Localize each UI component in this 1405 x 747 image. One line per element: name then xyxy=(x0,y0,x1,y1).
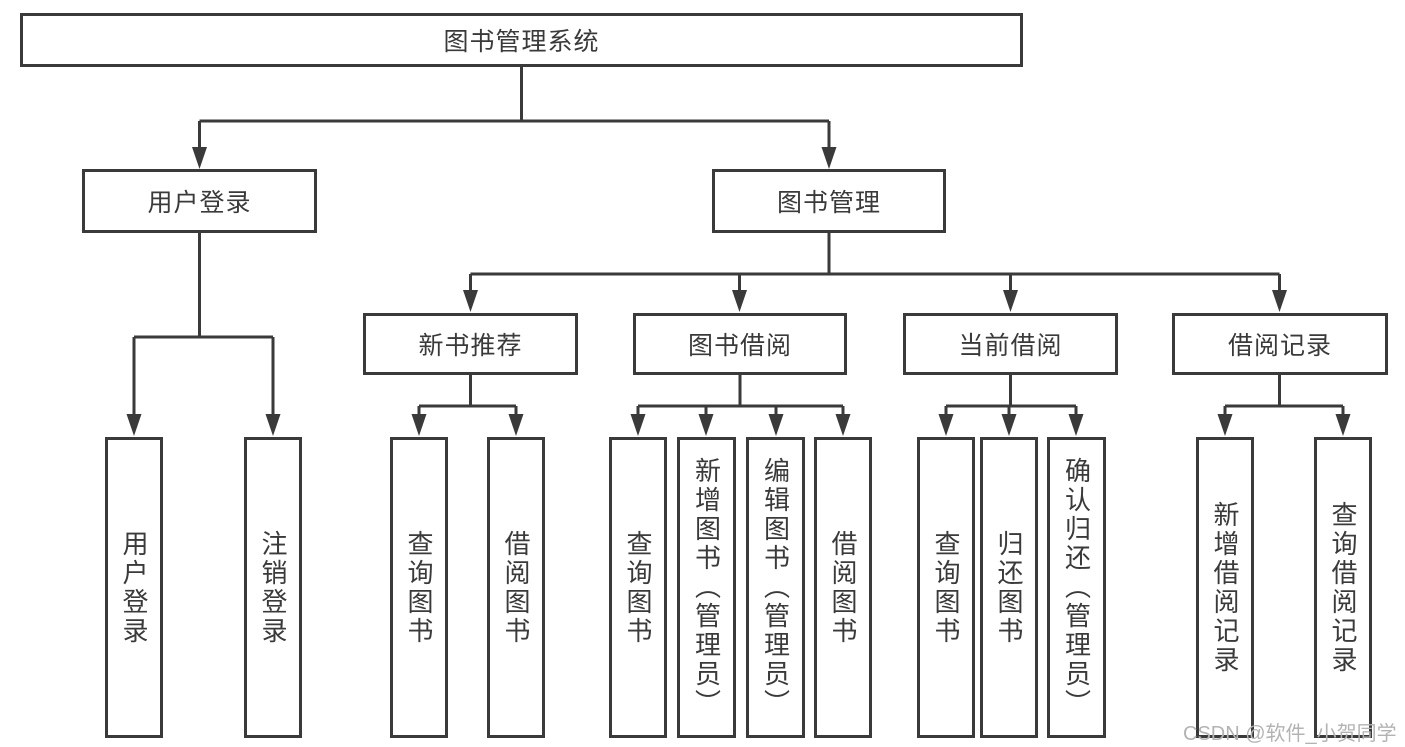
node-borrowing-records: 借阅记录 xyxy=(1172,313,1388,375)
node-current-borrowing: 当前借阅 xyxy=(903,313,1118,375)
node-user-login: 用户登录 xyxy=(82,169,317,233)
node-new-book-recommendation: 新书推荐 xyxy=(363,313,578,375)
node-book-management: 图书管理 xyxy=(712,169,946,233)
leaf-query-books-current: 查询图书 xyxy=(917,437,975,738)
leaf-add-borrow-record: 新增借阅记录 xyxy=(1196,437,1254,738)
leaf-add-books-admin: 新增图书（管理员） xyxy=(677,437,736,738)
leaf-confirm-return-admin: 确认归还（管理员） xyxy=(1047,437,1106,738)
leaf-edit-books-admin: 编辑图书（管理员） xyxy=(746,437,805,738)
leaf-query-books-borrowing: 查询图书 xyxy=(609,437,667,738)
leaf-logout-login: 注销登录 xyxy=(244,437,302,738)
leaf-query-borrow-record: 查询借阅记录 xyxy=(1314,437,1372,738)
node-library-management-system: 图书管理系统 xyxy=(20,13,1023,67)
leaf-query-books-recommend: 查询图书 xyxy=(390,437,448,738)
leaf-user-login: 用户登录 xyxy=(105,437,163,738)
node-book-borrowing: 图书借阅 xyxy=(633,313,847,375)
watermark-csdn: CSDN @软件_小贺同学 xyxy=(1183,723,1397,745)
arrowheads xyxy=(126,147,1351,436)
leaf-borrow-books-recommend: 借阅图书 xyxy=(487,437,545,738)
leaf-borrow-books-borrowing: 借阅图书 xyxy=(814,437,872,738)
leaf-return-books: 归还图书 xyxy=(980,437,1038,738)
